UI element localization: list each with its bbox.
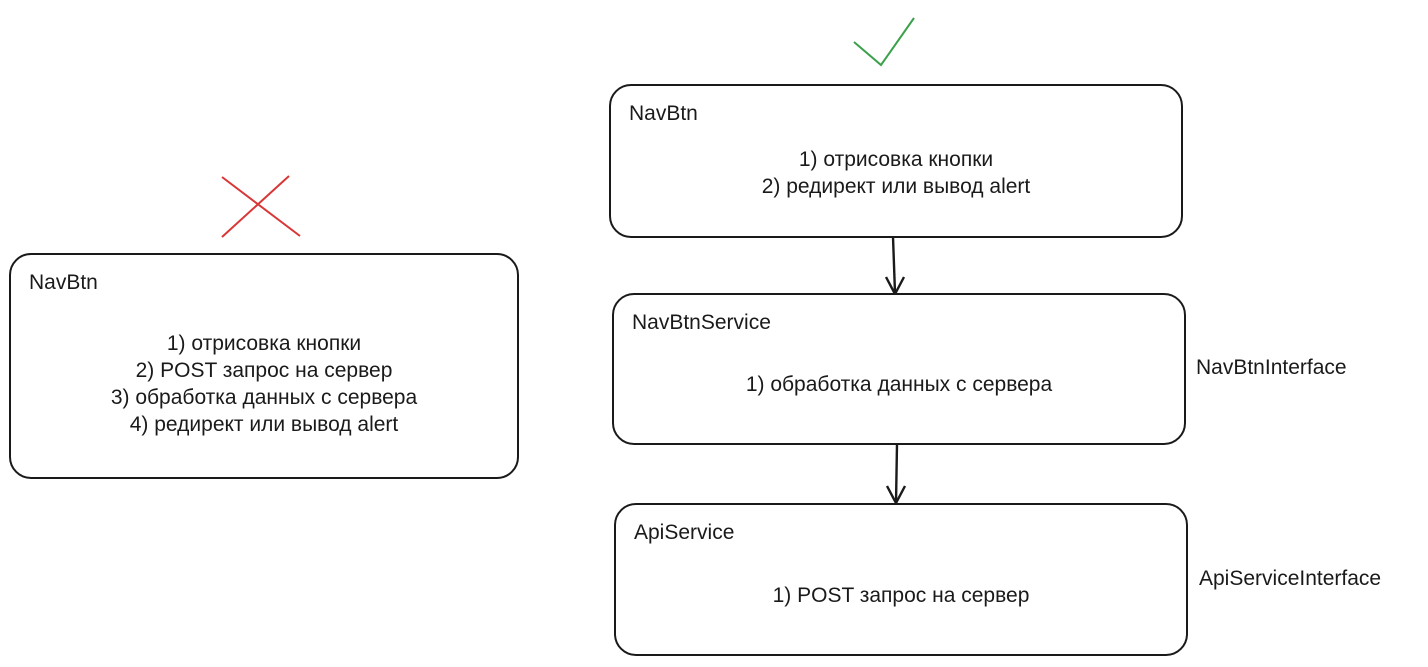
bad-navbtn-box: NavBtn 1) отрисовка кнопки 2) POST запро… — [9, 253, 519, 479]
good-navbtn-line: 1) отрисовка кнопки — [798, 148, 994, 171]
bad-navbtn-line: 3) обработка данных с сервера — [110, 386, 418, 409]
api-service-interface-label: ApiServiceInterface — [1199, 567, 1382, 590]
api-service-line: 1) POST запрос на сервер — [772, 584, 1030, 607]
bad-navbtn-responsibilities: 1) отрисовка кнопки 2) POST запрос на се… — [11, 330, 517, 438]
api-service-responsibilities: 1) POST запрос на сервер — [616, 582, 1186, 609]
good-navbtn-title: NavBtn — [629, 102, 698, 125]
navbtn-service-title: NavBtnService — [632, 311, 771, 334]
navbtn-service-responsibilities: 1) обработка данных с сервера — [614, 371, 1184, 398]
arrow-service-to-api — [885, 443, 907, 506]
arrow-navbtn-to-service — [884, 236, 906, 297]
api-service-title: ApiService — [634, 521, 735, 544]
good-navbtn-responsibilities: 1) отрисовка кнопки 2) редирект или выво… — [611, 146, 1181, 200]
navbtn-interface-label: NavBtnInterface — [1196, 356, 1347, 379]
bad-navbtn-line: 1) отрисовка кнопки — [166, 332, 362, 355]
bad-navbtn-title: NavBtn — [29, 271, 98, 294]
bad-navbtn-line: 4) редирект или вывод alert — [129, 413, 399, 436]
api-service-box: ApiService 1) POST запрос на сервер — [614, 503, 1188, 656]
navbtn-service-box: NavBtnService 1) обработка данных с серв… — [612, 293, 1186, 445]
good-navbtn-line: 2) редирект или вывод alert — [761, 175, 1031, 198]
navbtn-service-line: 1) обработка данных с сервера — [745, 373, 1053, 396]
bad-navbtn-line: 2) POST запрос на сервер — [135, 359, 393, 382]
checkmark-icon — [853, 17, 915, 67]
good-navbtn-box: NavBtn 1) отрисовка кнопки 2) редирект и… — [609, 84, 1183, 238]
cross-icon — [221, 175, 301, 238]
